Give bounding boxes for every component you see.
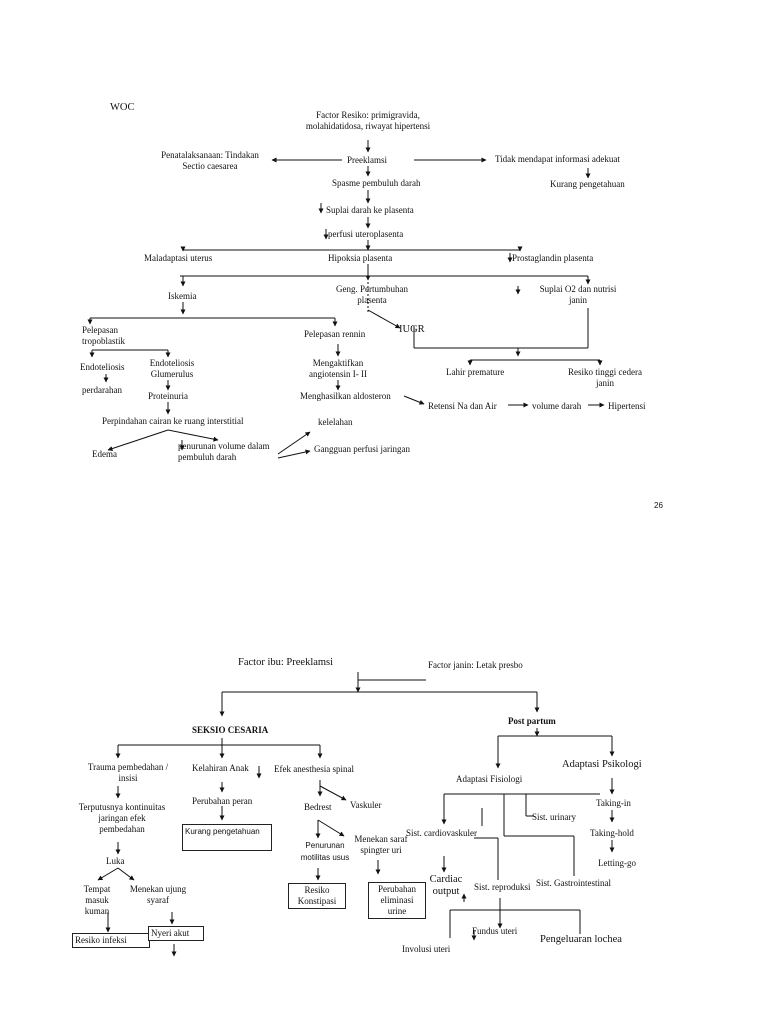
iugr-node: IUGR xyxy=(399,324,425,335)
kelahiran-node: Kelahiran Anak xyxy=(192,763,249,773)
penatalaksanaan-node: Penatalaksanaan: Tindakan Sectio caesare… xyxy=(161,150,259,171)
perubahan-eliminasi-box: Perubahan eliminasi urine xyxy=(368,882,426,919)
efek-node: Efek anesthesia spinal xyxy=(274,764,354,774)
hipertensi-node: Hipertensi xyxy=(608,401,646,411)
sist-cardio-node: Sist. cardiovaskuler xyxy=(406,828,477,838)
page-number: 26 xyxy=(654,501,663,510)
menekan-ujung-node: Menekan ujung syaraf xyxy=(129,884,187,905)
kurang-pengetahuan-box: Kurang pengetahuan xyxy=(182,824,272,851)
penurunan-volume-node: penurunan volume dalam pembuluh darah xyxy=(178,441,270,462)
bedrest-node: Bedrest xyxy=(304,802,332,812)
endoteliosis-glumerulus-node: Endoteliosis Glumerulus xyxy=(149,358,195,379)
adaptasi-psikologi-node: Adaptasi Psikologi xyxy=(562,759,642,770)
volume-darah-node: volume darah xyxy=(532,401,582,411)
resiko-infeksi-box: Resiko infeksi xyxy=(72,933,150,948)
perpindahan-node: Perpindahan cairan ke ruang interstitial xyxy=(102,416,244,426)
letting-go-node: Letting-go xyxy=(598,858,636,868)
geng-pertumbuhan-node: Geng. Pertumbuhan plasenta xyxy=(336,284,408,305)
preeklamsi-node: Preeklamsi xyxy=(347,155,387,165)
kelelahan-node: kelelahan xyxy=(318,417,353,427)
involusi-node: Involusi uteri xyxy=(402,944,451,954)
pelepasan-tropoblastik-node: Pelepasan tropoblastik xyxy=(82,325,125,346)
endoteliosis-node: Endoteliosis xyxy=(80,362,125,372)
spasme-node: Spasme pembuluh darah xyxy=(332,178,421,188)
pelepasan-rennin-node: Pelepasan rennin xyxy=(304,329,366,339)
kurang-pengetahuan-node: Kurang pengetahuan xyxy=(550,179,625,189)
perfusi-node: perfusi uteroplasenta xyxy=(328,229,404,239)
prostaglandin-node: Prostaglandin plasenta xyxy=(512,253,594,263)
suplai-o2-node: Suplai O2 dan nutrisi janin xyxy=(539,284,617,305)
woc-title: WOC xyxy=(110,102,135,113)
post-partum-node: Post partum xyxy=(508,716,556,726)
lahir-premature-node: Lahir premature xyxy=(446,367,505,377)
luka-node: Luka xyxy=(106,856,125,866)
sist-urinary-node: Sist. urinary xyxy=(532,812,576,822)
taking-in-node: Taking-in xyxy=(596,798,631,808)
maladaptasi-node: Maladaptasi uterus xyxy=(144,253,213,263)
menekan-saraf-node: Menekan saraf spingter uri xyxy=(354,834,408,855)
edema-node: Edema xyxy=(92,449,117,459)
pengeluaran-node: Pengeluaran lochea xyxy=(540,934,622,945)
proteinuria-node: Proteinuria xyxy=(148,391,188,401)
retensi-node: Retensi Na dan Air xyxy=(428,401,497,411)
factor-resiko-node: Factor Resiko: primigravida, molahidatid… xyxy=(305,110,431,131)
terputusnya-node: Terputusnya kontinuitas jaringan efek pe… xyxy=(78,802,166,834)
penurunan-motilitas-node: Penurunan motilitas usus xyxy=(300,841,350,862)
mengaktifkan-node: Mengaktifkan angiotensin I- II xyxy=(309,358,367,379)
vaskuler-node: Vaskuler xyxy=(350,800,382,810)
resiko-konstipasi-box: Resiko Konstipasi xyxy=(288,883,346,909)
perubahan-peran-node: Perubahan peran xyxy=(192,796,253,806)
factor-janin-node: Factor janin: Letak presbo xyxy=(428,660,523,670)
hipoksia-node: Hipoksia plasenta xyxy=(328,253,393,263)
seksio-node: SEKSIO CESARIA xyxy=(192,725,269,735)
gangguan-node: Gangguan perfusi jaringan xyxy=(314,444,410,454)
resiko-cedera-node: Resiko tinggi cedera janin xyxy=(568,367,642,388)
adaptasi-fisiologi-node: Adaptasi Fisiologi xyxy=(456,774,523,784)
iskemia-node: Iskemia xyxy=(168,291,197,301)
menghasilkan-node: Menghasilkan aldosteron xyxy=(300,391,391,401)
suplai-darah-node: Suplai darah ke plasenta xyxy=(326,205,414,215)
sist-gastro-node: Sist. Gastrointestinal xyxy=(536,878,611,888)
trauma-node: Trauma pembedahan / insisi xyxy=(87,762,169,783)
tempat-masuk-node: Tempat masuk kuman xyxy=(83,884,111,916)
tidak-informasi-node: Tidak mendapat informasi adekuat xyxy=(495,154,620,164)
cardiac-node: Cardiac output xyxy=(429,874,463,897)
fundus-node: Fundus uteri xyxy=(472,926,518,936)
factor-ibu-node: Factor ibu: Preeklamsi xyxy=(238,657,334,668)
sist-reproduksi-node: Sist. reproduksi xyxy=(474,882,531,892)
nyeri-akut-box: Nyeri akut xyxy=(148,926,204,941)
taking-hold-node: Taking-hold xyxy=(590,828,634,838)
perdarahan-node: perdarahan xyxy=(82,385,122,395)
